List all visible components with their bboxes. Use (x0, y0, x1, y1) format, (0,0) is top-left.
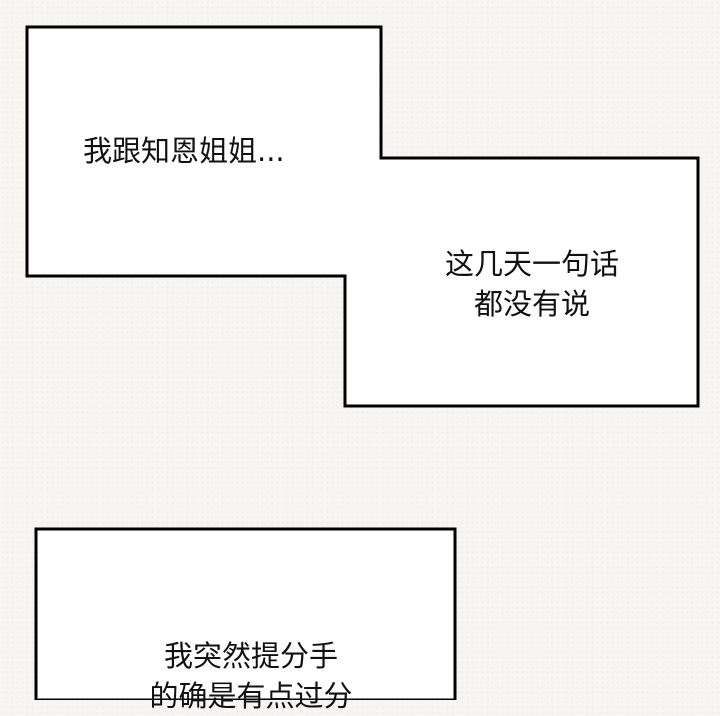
caption-3-line-1: 我突然提分手 (163, 639, 338, 673)
caption-2-line-1: 这几天一句话 (444, 247, 619, 281)
narration-box-bottom (34, 527, 457, 700)
caption-text-2: 这几天一句话 都没有说 (404, 244, 660, 324)
caption-3-line-2: 的确是有点过分 (149, 679, 353, 713)
caption-text-1: 我跟知恩姐姐... (83, 134, 285, 168)
narration-box-combined (25, 25, 700, 408)
caption-boxes-layer (25, 25, 700, 700)
caption-text-3: 我突然提分手 的确是有点过分 (96, 636, 406, 716)
caption-2-line-2: 都没有说 (473, 287, 590, 321)
